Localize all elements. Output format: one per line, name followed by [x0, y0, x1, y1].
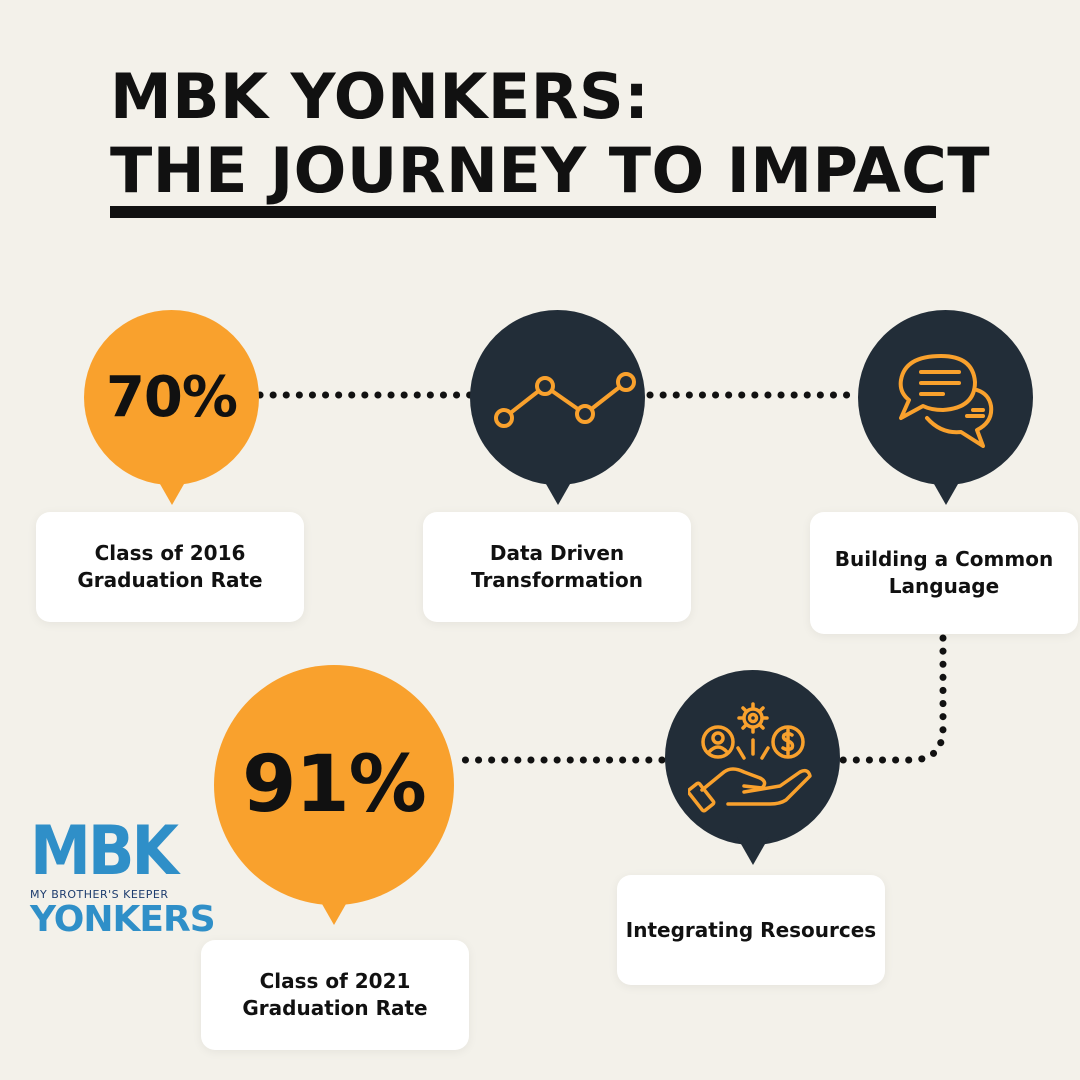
stat-value-2021: 91% [242, 740, 427, 830]
card-line: Graduation Rate [242, 996, 428, 1020]
mbk-yonkers-logo: MBK MY BROTHER'S KEEPER YONKERS [30, 812, 216, 940]
card-line: Transformation [471, 568, 643, 592]
stat-pin-2016: 70% [84, 310, 259, 485]
title-underline [110, 206, 936, 218]
card-line: Class of 2021 [259, 969, 411, 993]
card-line: Integrating Resources [625, 917, 877, 942]
step-card-common-language: Building a Common Language [810, 512, 1078, 634]
step-card-graduation-2021: Class of 2021 Graduation Rate [201, 940, 469, 1050]
card-line: Data Driven [489, 541, 625, 565]
title-line-1: MBK YONKERS: [110, 60, 650, 133]
card-line: Language [888, 574, 1000, 598]
chat-bubbles-icon [898, 353, 993, 448]
step-card-graduation-2016: Class of 2016 Graduation Rate [36, 512, 304, 622]
stat-pin-2021: 91% [214, 665, 454, 905]
card-line: Building a Common [834, 547, 1054, 571]
logo-mark: MBK [30, 812, 179, 891]
card-line: Class of 2016 [94, 541, 246, 565]
step-card-data-driven: Data Driven Transformation [423, 512, 691, 622]
logo-tagline: MY BROTHER'S KEEPER [30, 888, 169, 901]
data-driven-pin [470, 310, 645, 485]
step-card-integrating-resources: Integrating Resources [617, 875, 885, 985]
logo-city: YONKERS [30, 899, 216, 940]
connector-3-4 [838, 634, 947, 764]
hand-resources-icon [687, 701, 812, 812]
line-chart-icon [493, 371, 636, 428]
page-title: MBK YONKERS: THE JOURNEY TO IMPACT [110, 60, 990, 209]
integrating-resources-pin [665, 670, 840, 845]
title-line-2: THE JOURNEY TO IMPACT [110, 134, 991, 208]
stat-value-2016: 70% [105, 365, 238, 430]
card-line: Graduation Rate [77, 568, 263, 592]
common-language-pin [858, 310, 1033, 485]
